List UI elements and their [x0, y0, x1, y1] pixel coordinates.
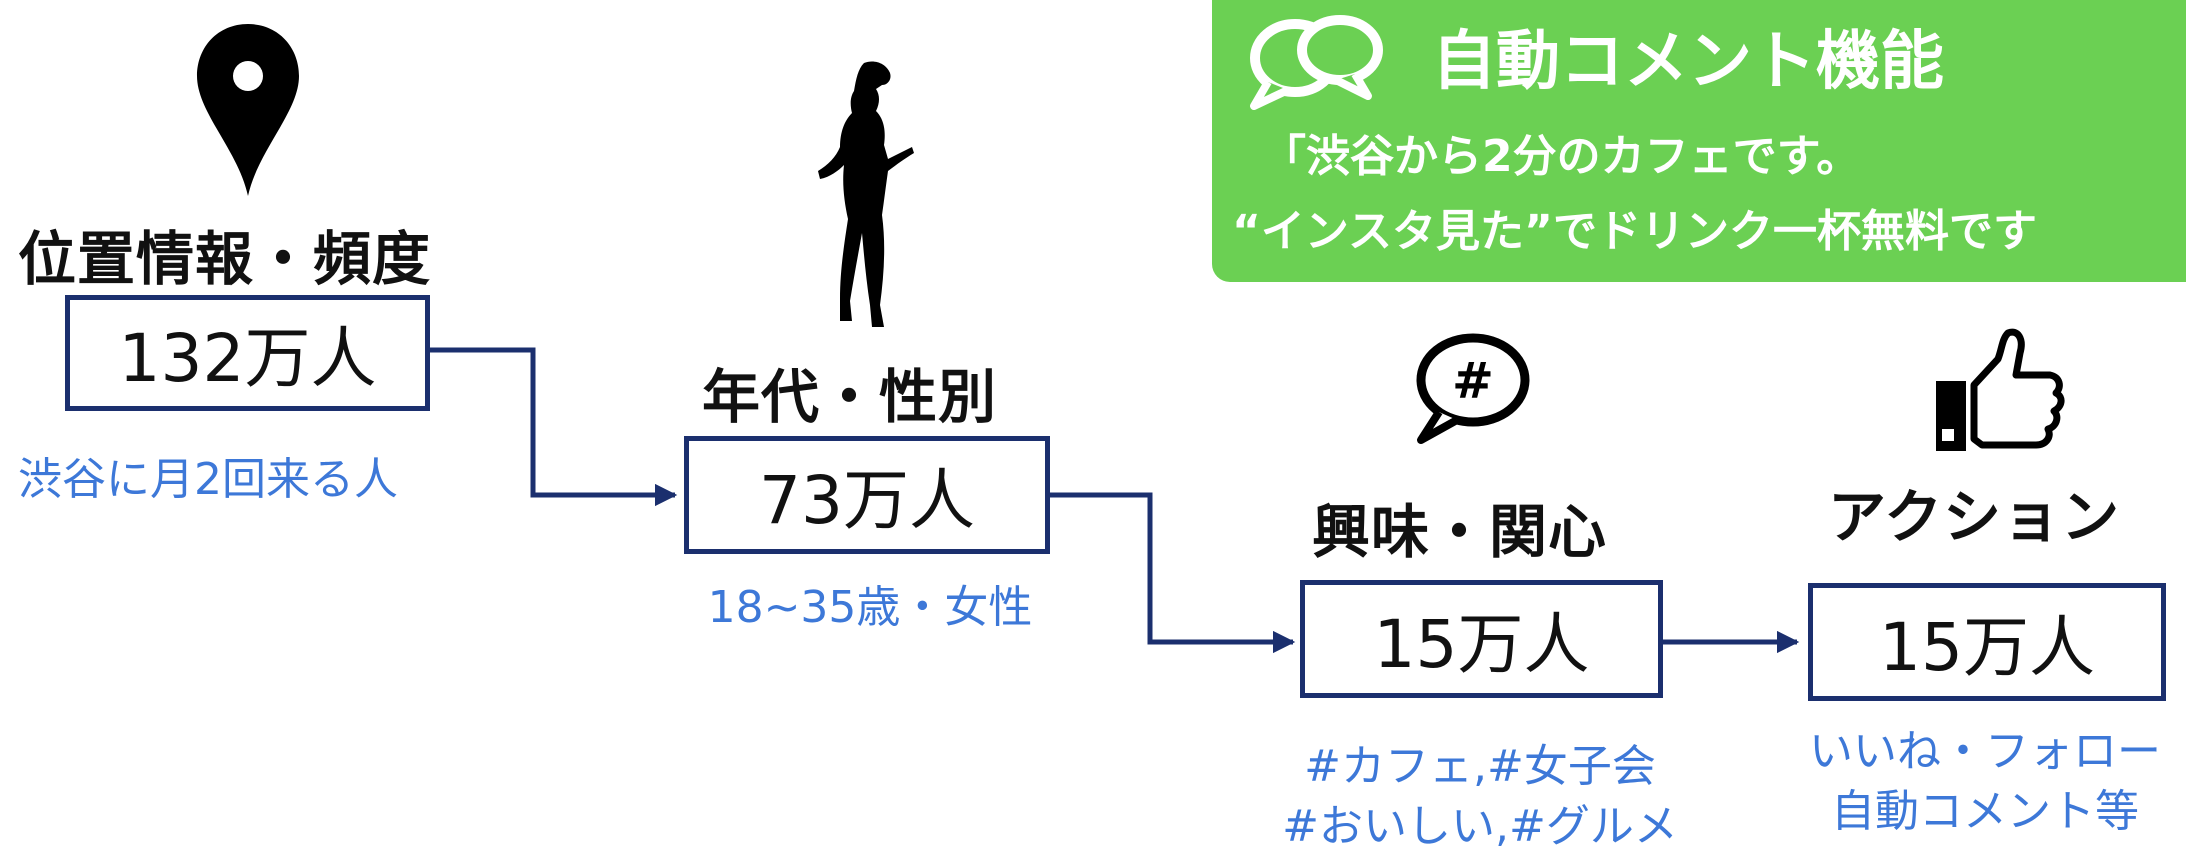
- stage1-caption: 渋谷に月2回来る人: [18, 450, 478, 510]
- stage3-count: 15万人: [1373, 606, 1590, 683]
- arrow-stage2-to-stage3: [1050, 492, 1296, 654]
- banner-comment-line-1: 「渋谷から2分のカフェです。: [1262, 131, 1861, 182]
- speech-bubbles-icon: [1250, 15, 1383, 110]
- stage2-caption-line: 18~35歳・女性: [707, 582, 1033, 633]
- stage4-heading: アクション: [1828, 483, 2121, 551]
- banner-title: 自動コメント機能: [1432, 25, 1944, 99]
- stage2-count: 73万人: [759, 462, 975, 539]
- stage3-caption-line-1: #カフェ,#女子会: [1304, 741, 1656, 792]
- woman-silhouette-icon: [818, 61, 914, 327]
- svg-text:#: #: [1452, 352, 1494, 410]
- stage3-count-box: 15万人: [1300, 580, 1663, 698]
- stage4-caption-line-2: 自動コメント等: [1831, 786, 2139, 837]
- stage1-count: 132万人: [118, 320, 377, 397]
- stage4-count-box: 15万人: [1808, 583, 2166, 701]
- location-pin-icon: [197, 24, 299, 196]
- stage1-heading: 位置情報・頻度: [18, 225, 432, 293]
- stage1-count-box: 132万人: [65, 295, 430, 411]
- stage4-count: 15万人: [1879, 609, 2095, 686]
- banner-comment-line-2: “インスタ見た”でドリンク一杯無料です: [1232, 206, 2037, 257]
- stage2-count-box: 73万人: [684, 436, 1050, 554]
- stage4-caption: いいね・フォロー 自動コメント等: [1755, 722, 2186, 842]
- stage3-caption: #カフェ,#女子会 #おいしい,#グルメ: [1245, 737, 1715, 857]
- stage4-caption-line-1: いいね・フォロー: [1809, 726, 2161, 777]
- hashtag-bubble-icon: #: [1416, 333, 1530, 444]
- thumbs-up-icon: [1936, 328, 2065, 451]
- stage3-caption-line-2: #おいしい,#グルメ: [1282, 801, 1678, 852]
- stage1-caption-line: 渋谷に月2回来る人: [18, 454, 398, 505]
- arrow-stage1-to-stage2: [430, 347, 678, 507]
- stage3-heading: 興味・関心: [1312, 498, 1608, 566]
- stage2-caption: 18~35歳・女性: [640, 578, 1100, 638]
- stage2-heading: 年代・性別: [702, 363, 998, 431]
